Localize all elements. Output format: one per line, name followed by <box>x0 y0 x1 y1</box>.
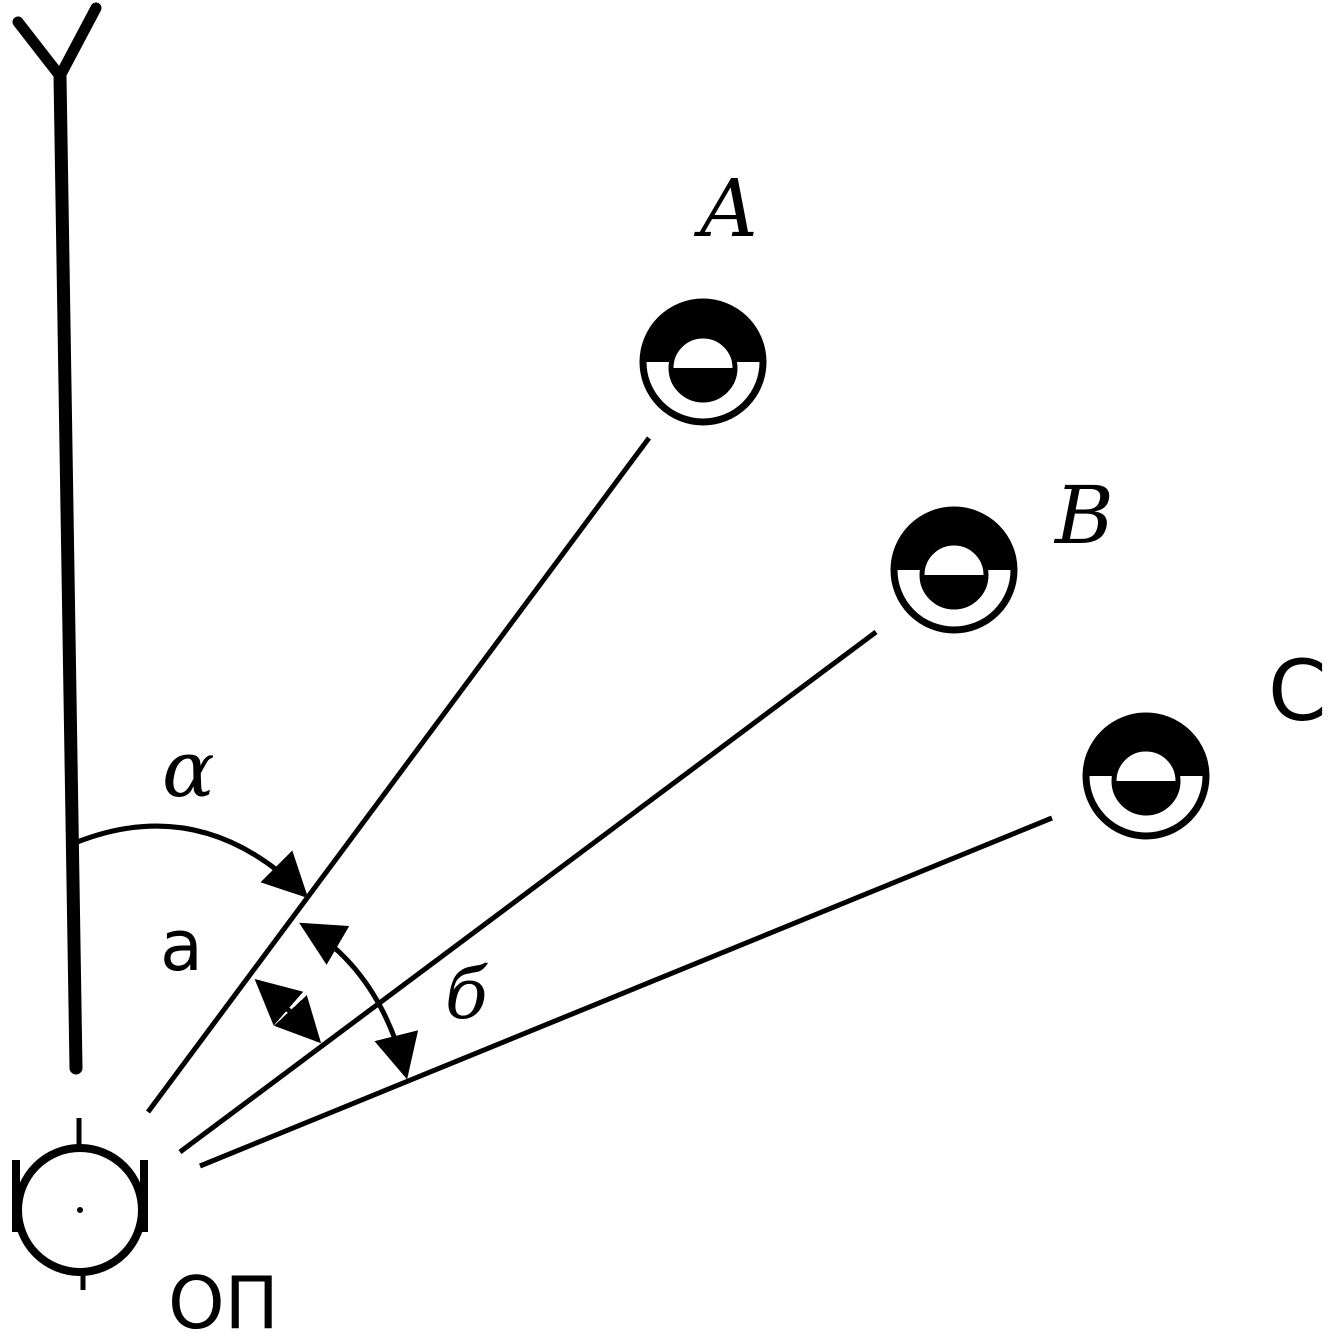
a-angle-label: a <box>160 905 203 987</box>
landmark-b-label: B <box>1053 469 1114 562</box>
landmark-c <box>1082 712 1210 840</box>
landmark-c-inner-fill <box>1114 781 1178 813</box>
observer-center-dot <box>77 1207 83 1213</box>
observation-point <box>12 1118 148 1290</box>
angle-arcs <box>69 823 419 1080</box>
observer-label: ОП <box>168 1261 279 1344</box>
landmark-c-outer-fill <box>1086 716 1206 776</box>
sight-line-a <box>145 436 652 1114</box>
north-fork-icon <box>12 2 102 82</box>
landmark-b <box>890 506 1018 634</box>
landmark-b-inner-fill <box>922 575 986 607</box>
north-direction <box>12 2 102 1075</box>
landmark-a <box>639 298 767 426</box>
landmark-b-outer-fill <box>894 510 1014 570</box>
sight-lines <box>145 436 1053 1169</box>
sight-line-c <box>199 815 1053 1169</box>
a-arc <box>254 979 322 1044</box>
landmark-c-label: C <box>1268 642 1327 740</box>
landmark-a-inner-fill <box>671 368 735 400</box>
b-angle-label: б <box>445 953 488 1035</box>
b-arc <box>299 922 419 1080</box>
north-line <box>53 69 83 1075</box>
sight-line-b <box>178 629 878 1155</box>
landmark-a-outer-fill <box>643 302 763 362</box>
alpha-arc <box>69 823 309 899</box>
landmark-a-label: A <box>693 162 758 255</box>
alpha-label: α <box>162 725 215 815</box>
